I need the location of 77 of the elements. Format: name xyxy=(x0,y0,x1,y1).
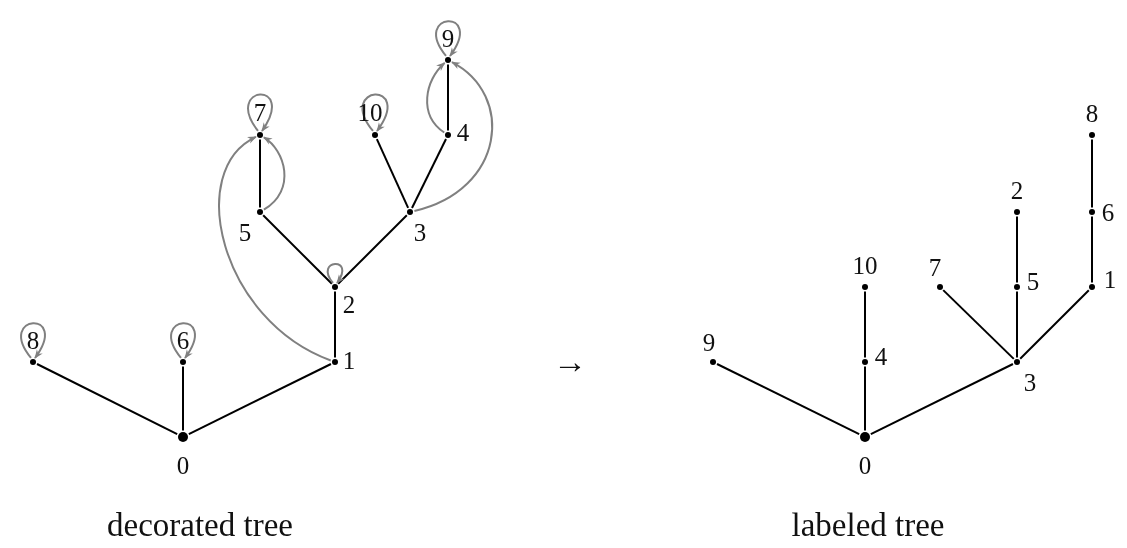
vertex-dot xyxy=(1089,132,1095,138)
vertex-label: 3 xyxy=(1023,369,1037,395)
vertex-dot xyxy=(178,432,188,442)
vertex-dot xyxy=(30,359,36,365)
vertex-dot xyxy=(860,432,870,442)
caption: labeled tree xyxy=(791,508,945,542)
tree-edge xyxy=(864,290,866,359)
tree-edge xyxy=(1091,138,1093,209)
vertex-label: 2 xyxy=(342,291,356,317)
tree-edge xyxy=(36,363,179,436)
vertex-dot xyxy=(862,359,868,365)
tree-edge xyxy=(864,365,866,432)
vertex-dot xyxy=(257,132,263,138)
vertex-dot xyxy=(710,359,716,365)
vertex-dot xyxy=(1014,284,1020,290)
tree-edge xyxy=(375,138,410,209)
vertex-label: 0 xyxy=(176,452,190,478)
arrow xyxy=(247,93,273,132)
vertex-dot xyxy=(332,359,338,365)
tree-edge xyxy=(262,214,333,285)
vertex-dot xyxy=(372,132,378,138)
vertex-dot xyxy=(332,284,338,290)
tree-edge xyxy=(869,363,1014,436)
vertex-label: 1 xyxy=(1103,266,1117,292)
arrow xyxy=(426,61,446,134)
vertex-label: 1 xyxy=(342,347,356,373)
vertex-label: 2 xyxy=(1010,177,1024,203)
tree-edge xyxy=(1016,290,1018,359)
tree-edge xyxy=(942,289,1015,360)
arrow xyxy=(20,322,46,359)
tree-edge xyxy=(187,363,332,436)
vertex-label: 6 xyxy=(176,327,190,353)
tree-edge xyxy=(1091,215,1093,284)
arrow xyxy=(170,322,196,359)
vertex-dot xyxy=(257,209,263,215)
vertex-label: 5 xyxy=(238,219,252,245)
arrow xyxy=(262,136,286,211)
vertex-label: 3 xyxy=(413,219,427,245)
vertex-dot xyxy=(1089,284,1095,290)
vertex-label: 8 xyxy=(26,327,40,353)
vertex-label: 8 xyxy=(1085,100,1099,126)
vertex-dot xyxy=(1014,209,1020,215)
arrow xyxy=(361,93,389,132)
arrow xyxy=(218,135,332,362)
vertex-label: 4 xyxy=(456,119,470,145)
arrow xyxy=(435,20,461,57)
tree-edge xyxy=(1016,215,1018,284)
vertex-label: 6 xyxy=(1101,199,1115,225)
vertex-dot xyxy=(407,209,413,215)
vertex-dot xyxy=(1014,359,1020,365)
vertex-label: 7 xyxy=(928,254,942,280)
maps-to-arrow: → xyxy=(553,345,587,379)
vertex-label: 0 xyxy=(858,452,872,478)
tree-edge xyxy=(1019,289,1090,360)
vertex-label: 10 xyxy=(357,99,383,125)
vertex-label: 7 xyxy=(253,99,267,125)
caption: decorated tree xyxy=(107,508,293,542)
arrow xyxy=(413,61,494,212)
tree-edge xyxy=(182,365,184,432)
tree-edge xyxy=(411,138,447,209)
vertex-label: 4 xyxy=(874,343,888,369)
vertex-dot xyxy=(1089,209,1095,215)
vertex-dot xyxy=(862,284,868,290)
tree-edge xyxy=(334,290,336,359)
vertex-label: 9 xyxy=(702,329,716,355)
tree-edge xyxy=(716,363,861,436)
vertex-label: 9 xyxy=(441,25,455,51)
vertex-dot xyxy=(445,132,451,138)
vertex-label: 10 xyxy=(852,252,878,278)
tree-edge xyxy=(259,138,261,209)
arrow xyxy=(326,262,345,284)
vertex-label: 5 xyxy=(1026,268,1040,294)
vertex-dot xyxy=(937,284,943,290)
tree-edge xyxy=(447,63,449,132)
vertex-dot xyxy=(180,359,186,365)
tree-edge xyxy=(337,214,408,285)
vertex-dot xyxy=(445,57,451,63)
